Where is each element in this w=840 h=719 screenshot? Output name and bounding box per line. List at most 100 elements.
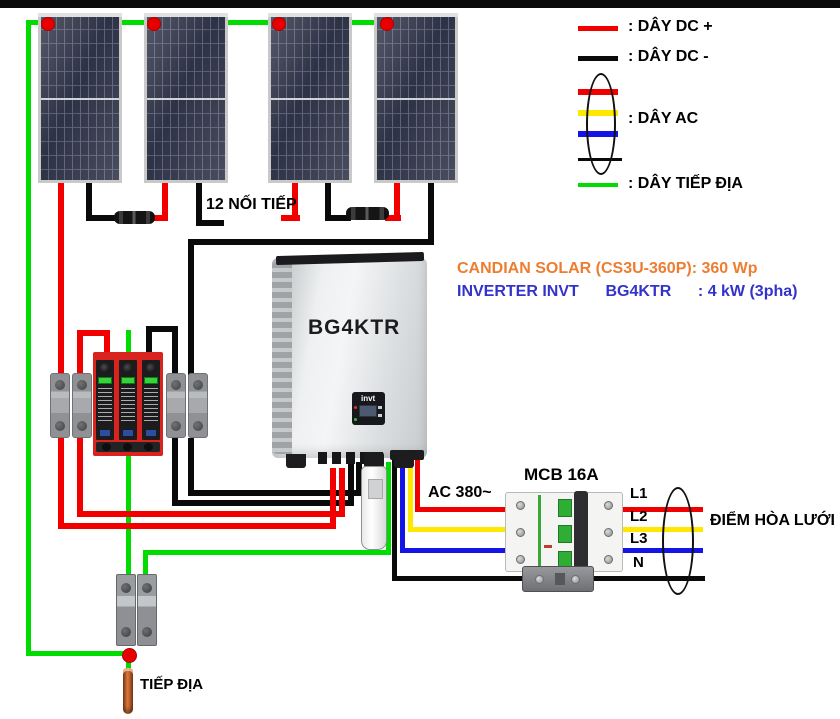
dc-minus-wire-segment <box>188 490 362 496</box>
neutral-connector-block <box>522 566 594 592</box>
inverter-display: invt <box>352 392 385 425</box>
phase-l3-label: L3 <box>630 530 648 547</box>
dc-fuse-holder <box>72 373 92 438</box>
dc-plus-wire-segment <box>162 183 168 221</box>
inverter-heatsink <box>272 262 292 454</box>
panel-spec-text: CANDIAN SOLAR (CS3U-360P): 360 Wp <box>457 260 758 277</box>
dc-plus-wire-segment <box>330 468 336 529</box>
ac-n-wire-segment <box>392 458 397 581</box>
mcb-indicator-window <box>558 499 572 517</box>
grid-point-label: ĐIỂM HÒA LƯỚI <box>710 512 835 529</box>
dc-minus-wire-segment <box>325 183 331 221</box>
solar-panel-3 <box>268 13 352 183</box>
ac-voltage-label: AC 380~ <box>428 484 492 501</box>
spd-module <box>96 360 114 440</box>
legend-ac-ellipse <box>586 73 616 175</box>
dc-plus-wire-segment <box>281 215 300 221</box>
solar-panel-1 <box>38 13 122 183</box>
ac-l3-wire-segment <box>400 458 405 553</box>
ground-wire-segment <box>143 550 148 579</box>
wifi-dongle <box>361 452 387 550</box>
dc-fuse-holder <box>50 373 70 438</box>
ground-wire-segment <box>26 20 31 656</box>
dc-minus-wire-segment <box>196 183 202 226</box>
phase-l2-label: L2 <box>630 508 648 525</box>
ac-l2-wire-segment <box>408 527 507 532</box>
dc-minus-wire-segment <box>86 215 119 221</box>
series-count-label: 12 NỐI TIẾP <box>206 196 297 213</box>
ground-wire-segment <box>26 651 131 656</box>
ground-rod-label: TIẾP ĐỊA <box>140 676 204 693</box>
dc-plus-wire-segment <box>104 330 110 360</box>
ground-wire-segment <box>386 462 391 555</box>
dc-plus-wire-segment <box>394 183 400 221</box>
ground-terminal-block <box>137 574 157 646</box>
legend-dc-plus-swatch <box>578 26 618 31</box>
inverter-spec-text: INVERTER INVT BG4KTR : 4 kW (3pha) <box>457 283 798 300</box>
mcb-toggle-bar <box>574 491 588 575</box>
dc-minus-wire-segment <box>188 239 434 245</box>
junction-dot <box>147 17 161 31</box>
solar-panel-2 <box>144 13 228 183</box>
dc-minus-wire-segment <box>146 326 178 332</box>
dc-minus-wire-segment <box>172 500 354 506</box>
dc-minus-wire-segment <box>172 326 178 375</box>
dc-minus-wire-segment <box>196 220 224 226</box>
dc-minus-wire-segment <box>188 438 194 496</box>
ground-junction-dot <box>122 648 137 663</box>
solar-panel-4 <box>374 13 458 183</box>
inverter-foot <box>286 454 306 468</box>
legend-ac-label: : DÂY AC <box>628 110 699 127</box>
mc4-connector <box>114 211 155 224</box>
dc-minus-wire-segment <box>86 183 92 221</box>
legend-dc-minus-swatch <box>578 56 618 61</box>
dc-plus-wire-segment <box>77 438 83 517</box>
legend-ground-label: : DÂY TIẾP ĐỊA <box>628 175 743 192</box>
ac-l1-wire-segment <box>415 458 420 512</box>
ac-l1-wire-segment <box>415 507 507 512</box>
inverter-screen <box>359 405 377 417</box>
ground-wire-segment <box>143 550 391 555</box>
dc-plus-wire-segment <box>58 183 64 375</box>
junction-dot <box>41 17 55 31</box>
dc-plus-wire-segment <box>77 511 345 517</box>
legend-ground-swatch <box>578 183 618 187</box>
dc-plus-wire-segment <box>77 330 83 375</box>
legend-dc-plus-label: : DÂY DC + <box>628 18 713 35</box>
dc-minus-wire-segment <box>188 239 194 375</box>
dc-plus-wire-segment <box>292 183 298 221</box>
dc-plus-wire-segment <box>339 468 345 517</box>
spd-base <box>96 442 160 452</box>
mc4-connector <box>346 207 389 220</box>
dc-minus-wire-segment <box>348 462 354 506</box>
legend-dc-minus-label: : DÂY DC - <box>628 48 709 65</box>
inverter-ac-gland <box>390 450 424 460</box>
grid-bundle-ellipse <box>662 487 694 595</box>
dc-plus-wire-segment <box>58 438 64 529</box>
mcb-indicator-window <box>558 525 572 543</box>
phase-n-label: N <box>633 554 644 571</box>
dc-fuse-holder <box>166 373 186 438</box>
dc-plus-wire-segment <box>77 330 110 336</box>
surge-protector <box>93 352 163 456</box>
inverter-model-label: BG4KTR <box>308 316 401 339</box>
dc-plus-wire-segment <box>385 215 401 221</box>
dc-minus-wire-segment <box>172 438 178 506</box>
dc-plus-wire-segment <box>150 215 168 221</box>
inverter-brand-label: invt <box>361 394 376 403</box>
ac-l2-wire-segment <box>408 458 413 532</box>
ac-l3-wire-segment <box>400 548 507 553</box>
dc-minus-wire-segment <box>356 462 362 496</box>
ground-rod <box>123 668 133 714</box>
spd-module <box>119 360 137 440</box>
inverter: BG4KTR invt <box>272 251 427 468</box>
dc-fuse-holder <box>188 373 208 438</box>
top-border-bar <box>0 0 840 8</box>
ground-terminal-block <box>116 574 136 646</box>
dc-plus-wire-segment <box>58 523 336 529</box>
ac-l1-wire-segment <box>621 507 703 512</box>
spd-module <box>142 360 160 440</box>
ground-wire-segment <box>126 330 131 356</box>
dc-minus-wire-segment <box>146 326 152 360</box>
junction-dot <box>380 17 394 31</box>
